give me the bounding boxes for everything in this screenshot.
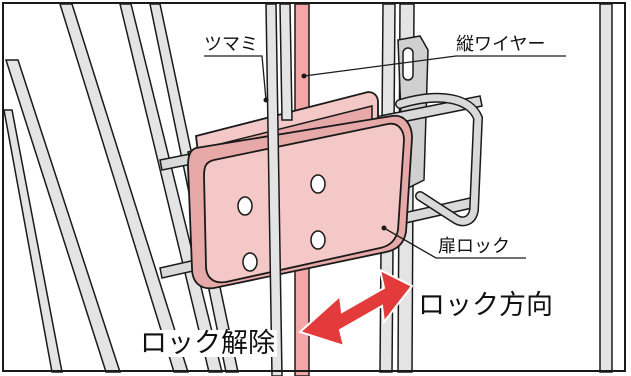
wire-leader (303, 55, 566, 77)
lock-hole (310, 230, 326, 250)
door-lock-label: 扉ロック (438, 236, 510, 257)
direction-arrow (298, 268, 414, 348)
lock-hole (237, 196, 253, 216)
cage-bar (58, 3, 190, 373)
cage-bar (599, 3, 613, 373)
lock-leader (383, 227, 526, 259)
lock-hole (310, 174, 326, 194)
cage-bar (4, 59, 122, 373)
vertical-wire-label: 縦ワイヤー (456, 34, 546, 55)
unlock-label: ロック解除 (138, 328, 277, 359)
lock-direction-label: ロック方向 (418, 290, 553, 321)
leader-dots (263, 73, 387, 231)
knob-leader (204, 55, 267, 101)
door-lock-body (187, 114, 413, 290)
lock-hole (242, 252, 258, 272)
knob-label: ツマミ (204, 34, 258, 55)
leader-lines (204, 55, 566, 259)
cage-bar (3, 109, 63, 373)
front-bars (265, 3, 293, 376)
